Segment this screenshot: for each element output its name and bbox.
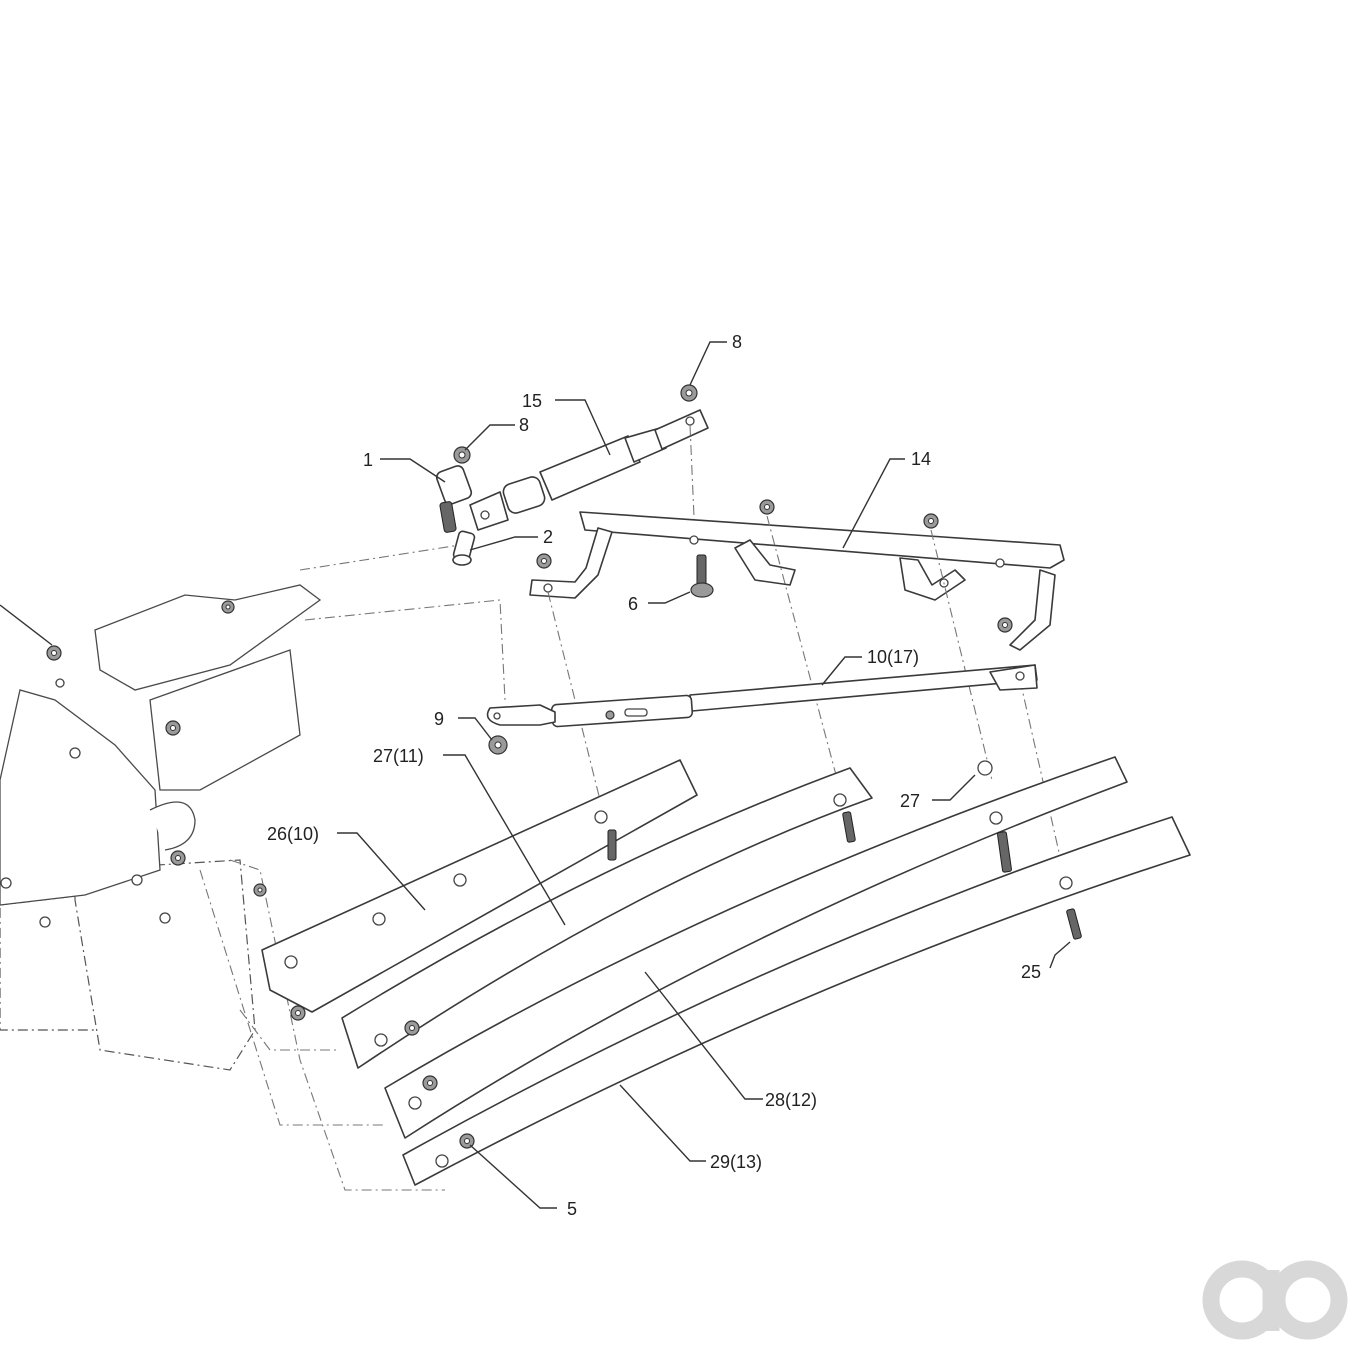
callout-6: 6 bbox=[628, 594, 638, 614]
strip-part-29 bbox=[402, 816, 1191, 1186]
pin-part-2 bbox=[452, 530, 476, 566]
callout-labels: 1 8 15 8 14 2 6 10(17) 9 27(11) 27 26(10… bbox=[267, 332, 1041, 1219]
plate-part-26 bbox=[261, 759, 698, 1021]
callout-27-11: 27(11) bbox=[373, 746, 424, 766]
callout-26-10: 26(10) bbox=[267, 824, 319, 844]
callout-9: 9 bbox=[434, 709, 444, 729]
callout-14: 14 bbox=[911, 449, 931, 469]
strip-part-28 bbox=[384, 756, 1128, 1139]
callout-10-17: 10(17) bbox=[867, 647, 919, 667]
callout-27: 27 bbox=[900, 791, 920, 811]
bracket-part-14 bbox=[529, 384, 1065, 871]
callout-8-top: 8 bbox=[732, 332, 742, 352]
screw-part-6 bbox=[690, 554, 714, 598]
callout-8-upper-left: 8 bbox=[519, 415, 529, 435]
turnbuckle-part-15 bbox=[469, 409, 709, 541]
callout-2: 2 bbox=[543, 527, 553, 547]
callout-28-12: 28(12) bbox=[765, 1090, 817, 1110]
callout-15: 15 bbox=[522, 391, 542, 411]
rod-part-10 bbox=[486, 664, 1038, 755]
callout-1: 1 bbox=[363, 450, 373, 470]
leader-lines bbox=[337, 341, 1071, 1209]
callout-25: 25 bbox=[1021, 962, 1041, 982]
callout-5: 5 bbox=[567, 1199, 577, 1219]
strip-part-27 bbox=[341, 760, 993, 1069]
ghost-frame bbox=[0, 544, 506, 1191]
callout-29-13: 29(13) bbox=[710, 1152, 762, 1172]
ao-logo-icon bbox=[1202, 1260, 1348, 1340]
bolt-part-1 bbox=[435, 446, 473, 533]
